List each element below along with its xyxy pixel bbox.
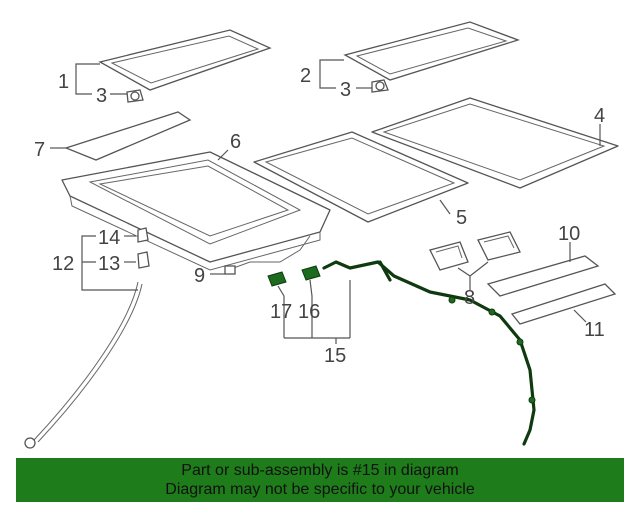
- part-13-clip: [137, 251, 150, 269]
- banner-line-2: Diagram may not be specific to your vehi…: [165, 481, 475, 498]
- callout-12: 12: [52, 253, 74, 275]
- part-8-bracket-right: [477, 231, 521, 261]
- part-11-rail: [510, 283, 617, 325]
- part-5-seal: [253, 131, 469, 223]
- part-6-housing-frame: [61, 151, 331, 271]
- callout-9: 9: [194, 265, 205, 287]
- callout-16: 16: [298, 301, 320, 323]
- callout-11: 11: [584, 319, 605, 341]
- callout-6: 6: [230, 131, 241, 153]
- callout-10: 10: [558, 223, 580, 245]
- parts-diagram: 1 3 2 3 4 5 6 7 8 9 10 11 12 13 14 15 16…: [24, 21, 619, 449]
- leader-lines: [50, 59, 601, 344]
- part-10-rail: [486, 255, 600, 297]
- callout-15: 15: [324, 345, 346, 367]
- part-15-harness: [322, 260, 536, 446]
- part-3-clip-left: [126, 89, 144, 103]
- callout-labels: 1 3 2 3 4 5 6 7 8 9 10 11 12 13 14 15 16…: [34, 65, 605, 367]
- callout-7: 7: [34, 139, 45, 161]
- part-9-connector: [224, 235, 311, 275]
- callout-4: 4: [594, 105, 605, 127]
- callout-3-right: 3: [340, 79, 351, 101]
- part-1-glass-panel: [98, 29, 272, 91]
- callout-13: 13: [98, 253, 120, 275]
- part-8-bracket-left: [429, 241, 469, 271]
- info-banner: Part or sub-assembly is #15 in diagram D…: [16, 458, 624, 502]
- callout-1: 1: [58, 71, 69, 93]
- part-4-seal: [371, 97, 619, 189]
- callout-2: 2: [300, 65, 311, 87]
- callout-8: 8: [464, 287, 475, 309]
- part-7-deflector: [64, 111, 192, 161]
- callout-14: 14: [98, 227, 120, 249]
- banner-line-1: Part or sub-assembly is #15 in diagram: [181, 462, 459, 479]
- part-17-connector: [267, 271, 287, 287]
- part-12-drain-hose: [24, 281, 143, 449]
- part-2-glass-panel: [343, 21, 521, 81]
- part-3-clip-right: [371, 79, 389, 93]
- part-14-clip: [137, 227, 149, 243]
- callout-3-left: 3: [96, 85, 107, 107]
- callout-17: 17: [270, 301, 292, 323]
- callout-5: 5: [456, 207, 467, 229]
- part-16-connector: [301, 265, 321, 281]
